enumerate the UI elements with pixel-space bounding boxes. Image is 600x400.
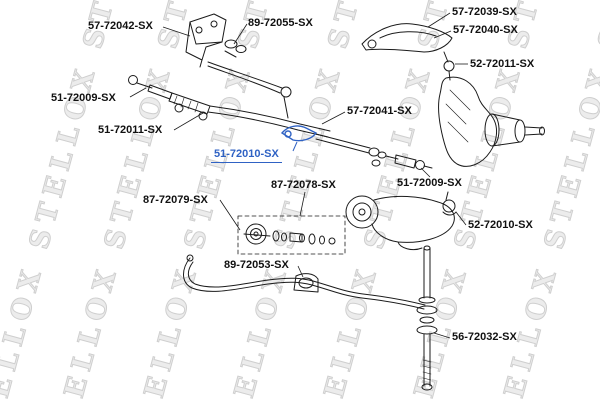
- part-label-52-72011-sx[interactable]: 52-72011-SX: [470, 58, 535, 70]
- part-label-52-72010-sx[interactable]: 52-72010-SX: [468, 219, 533, 231]
- part-label-87-72079-sx[interactable]: 87-72079-SX: [143, 194, 208, 206]
- part-label-56-72032-sx[interactable]: 56-72032-SX: [452, 331, 517, 343]
- part-label-57-72042-sx[interactable]: 57-72042-SX: [88, 20, 153, 32]
- part-label-51-72010-sx-highlighted[interactable]: 51-72010-SX: [211, 148, 282, 163]
- part-label-51-72009-sx-left[interactable]: 51-72009-SX: [51, 92, 116, 104]
- highlighted-part-drawing: [280, 125, 318, 142]
- part-label-89-72053-sx[interactable]: 89-72053-SX: [224, 259, 289, 271]
- part-label-89-72055-sx[interactable]: 89-72055-SX: [248, 17, 313, 29]
- part-label-51-72011-sx[interactable]: 51-72011-SX: [98, 124, 163, 136]
- part-label-87-72078-sx[interactable]: 87-72078-SX: [271, 179, 336, 191]
- part-label-57-72041-sx[interactable]: 57-72041-SX: [347, 105, 412, 117]
- part-label-51-72009-sx-right[interactable]: 51-72009-SX: [397, 177, 462, 189]
- part-label-57-72040-sx[interactable]: 57-72040-SX: [453, 24, 518, 36]
- part-label-57-72039-sx[interactable]: 57-72039-SX: [452, 6, 517, 18]
